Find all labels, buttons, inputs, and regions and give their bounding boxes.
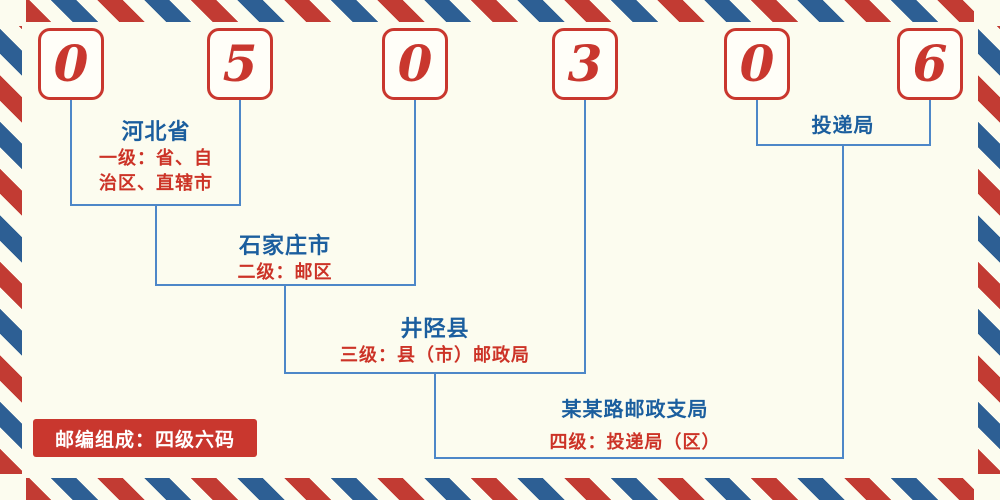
- level4-name: 某某路邮政支局: [561, 397, 709, 421]
- level3-name: 井陉县: [400, 317, 470, 342]
- level4-connector-right: [842, 146, 844, 459]
- level2-name: 石家庄市: [238, 234, 331, 259]
- level1-name: 河北省: [121, 120, 191, 145]
- envelope-stripe-left: [0, 26, 22, 474]
- digit-6: 6: [912, 34, 948, 93]
- level3-connector-left: [284, 286, 286, 374]
- digit-box-6: 6: [897, 28, 963, 100]
- level2-connector-left: [155, 206, 157, 286]
- level2-connector-bottom: [155, 284, 416, 286]
- level4-connector-left: [434, 374, 436, 459]
- level1-connector-left: [70, 100, 72, 206]
- level1-connector-right: [239, 100, 241, 206]
- envelope-stripe-bottom: [26, 478, 974, 500]
- level3-connector-bottom: [284, 372, 586, 374]
- delivery-connector-bottom: [756, 144, 931, 146]
- composition-badge: 邮编组成：四级六码: [33, 419, 257, 457]
- level4-desc: 四级：投递局（区）: [549, 432, 721, 453]
- level2-connector-right: [414, 100, 416, 286]
- level3-desc: 三级：县（市）邮政局: [340, 345, 530, 366]
- digit-box-2: 5: [207, 28, 273, 100]
- level2-desc: 二级：邮区: [237, 262, 333, 283]
- envelope-stripe-top: [26, 0, 974, 22]
- envelope-stripe-right: [978, 26, 1000, 474]
- level4-connector-bottom: [434, 457, 844, 459]
- digit-4: 3: [567, 34, 603, 93]
- delivery-name: 投递局: [811, 113, 875, 137]
- digit-box-3: 0: [382, 28, 448, 100]
- delivery-connector-right: [929, 100, 931, 146]
- digit-box-5: 0: [724, 28, 790, 100]
- digit-box-4: 3: [552, 28, 618, 100]
- level3-connector-right: [584, 100, 586, 374]
- digit-3: 0: [397, 34, 433, 93]
- digit-box-1: 0: [38, 28, 104, 100]
- digit-2: 5: [222, 34, 258, 93]
- digit-5: 0: [739, 34, 775, 93]
- digit-1: 0: [53, 34, 89, 93]
- delivery-connector-left: [756, 100, 758, 146]
- level1-connector-bottom: [70, 204, 241, 206]
- level1-desc-line2: 治区、直辖市: [99, 173, 213, 194]
- level1-desc-line1: 一级：省、自: [99, 148, 213, 169]
